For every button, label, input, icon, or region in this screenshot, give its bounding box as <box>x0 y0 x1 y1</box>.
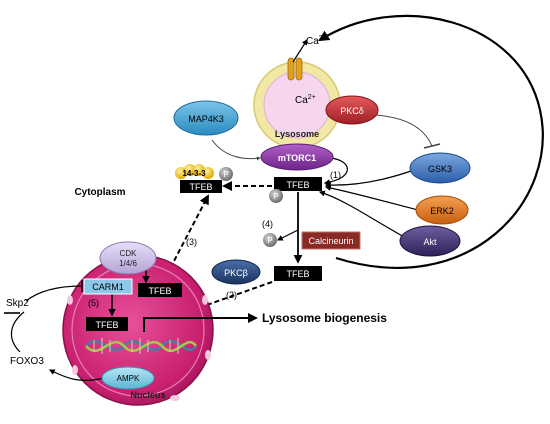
tfeb-label: TFEB <box>286 269 309 279</box>
carm1-node: CARM1 <box>83 278 133 295</box>
akt-label: Akt <box>423 237 437 247</box>
tfeb-box-mtorc1: TFEB <box>274 177 322 191</box>
mtorc1-node: mTORC1 <box>260 143 334 171</box>
pkcd-label: PKCδ <box>340 106 364 116</box>
lysosome-label: Lysosome <box>275 129 319 139</box>
pkcb-label: PKCβ <box>224 268 248 278</box>
pkcd-node: PKCδ <box>325 95 379 125</box>
mtorc1-loop-arrow <box>323 157 348 186</box>
cytoplasm-label: Cytoplasm <box>74 187 125 198</box>
step-2-label: (2) <box>226 290 237 300</box>
tfeb-box-1433: TFEB <box>180 180 222 193</box>
skp2-label: Skp2 <box>6 298 29 309</box>
cdk-node: CDK 1/4/6 <box>99 241 157 275</box>
tfeb-label: TFEB <box>148 286 171 296</box>
step-3-label: (3) <box>186 237 197 247</box>
ampk-node: AMPK <box>101 366 155 390</box>
erk2-node: ERK2 <box>415 195 469 225</box>
phosphate-label: P <box>223 170 228 179</box>
map4k3-node: MAP4K3 <box>173 100 239 136</box>
tfeb-box-nuclear-upper: TFEB <box>138 283 182 297</box>
map4k3-label: MAP4K3 <box>188 114 224 124</box>
skp2-foxo3-loop <box>10 311 25 353</box>
cdk-sub-label: 1/4/6 <box>119 259 137 268</box>
phosphate-icon: P <box>269 189 283 203</box>
step-5-label: (5) <box>88 298 99 308</box>
akt-node: Akt <box>399 225 461 257</box>
erk2-label: ERK2 <box>430 206 454 216</box>
gsk3-label: GSK3 <box>428 164 452 174</box>
calcium-release-arrow <box>292 38 308 63</box>
mtorc1-label: mTORC1 <box>278 153 316 163</box>
ampk-label: AMPK <box>117 374 140 383</box>
cdk-label: CDK <box>120 249 138 258</box>
phosphate-icon: P <box>263 233 277 247</box>
step-4-label: (4) <box>262 219 273 229</box>
map4k3-to-mtorc1-arrow <box>211 139 261 161</box>
biogenesis-label: Lysosome biogenesis <box>262 311 387 325</box>
skp2-inhibits-carm1 <box>25 285 83 302</box>
tfeb-box-cytoplasm: TFEB <box>274 266 322 281</box>
pkcd-inhibits-gsk3 <box>375 114 433 147</box>
pkcb-node: PKCβ <box>211 259 261 285</box>
protein-1433-label: 14-3-3 <box>182 169 206 178</box>
calcineurin-node: Calcineurin <box>301 231 361 250</box>
tfeb-label: TFEB <box>189 182 212 192</box>
feedback-loop-arrow <box>318 14 544 269</box>
ampk-to-foxo3-arrow <box>48 369 105 382</box>
phosphate-label: P <box>267 236 272 245</box>
inhibition-bar <box>423 143 441 149</box>
ca-in-label: Ca2+ <box>295 94 316 106</box>
calcineurin-dephos-arrow <box>276 229 299 241</box>
protein-1433-icon: 14-3-3 <box>175 164 214 179</box>
erk2-to-tfeb-arrow <box>324 185 419 211</box>
calcium-channel-icon <box>287 57 303 81</box>
gsk3-node: GSK3 <box>409 152 471 184</box>
lysosome: Lysosome <box>253 61 341 149</box>
gsk3-to-tfeb-arrow <box>324 169 415 189</box>
tfeb-to-biogenesis-arrow <box>143 313 258 332</box>
dna-helix-icon <box>85 338 198 354</box>
ca-out-label: Ca2+ <box>306 35 327 47</box>
foxo3-label: FOXO3 <box>10 356 44 367</box>
tfeb-box-nuclear-lower: TFEB <box>86 317 128 331</box>
phosphate-label: P <box>273 192 278 201</box>
calcineurin-label: Calcineurin <box>308 236 353 246</box>
tfeb-label: TFEB <box>286 180 309 190</box>
akt-to-tfeb-arrow <box>318 190 407 239</box>
phosphate-icon: P <box>219 167 233 181</box>
nucleus-label: Nucleus <box>130 390 165 400</box>
step-1-label: (1) <box>330 170 341 180</box>
tfeb-label: TFEB <box>95 320 118 330</box>
carm1-label: CARM1 <box>92 282 124 292</box>
